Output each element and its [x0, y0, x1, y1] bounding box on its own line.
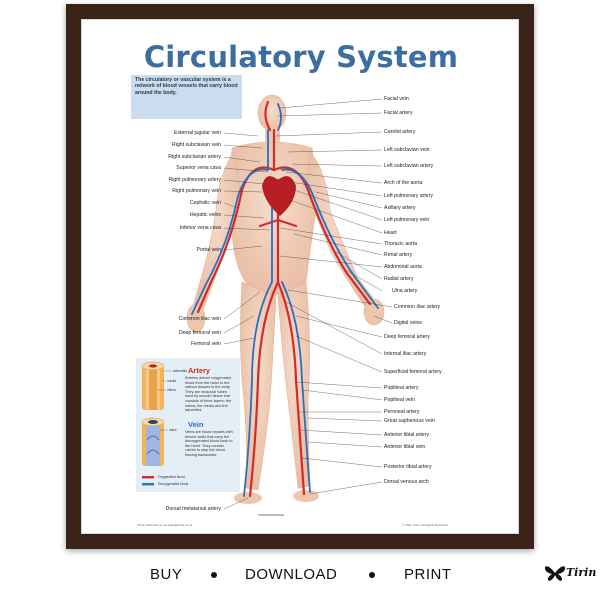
label-external-jugular-vein: External jugular vein	[173, 130, 221, 136]
label-renal-artery: Renal artery	[384, 252, 413, 258]
label-common-iliac-artery: Common iliac artery	[394, 304, 441, 310]
label-left-subclavian-vein: Left subclavian vein	[384, 147, 430, 153]
label-arch-of-the-aorta: Arch of the aorta	[384, 180, 423, 186]
label-digital-veins: Digital veins	[394, 320, 422, 326]
brand-name: Tirin	[566, 566, 597, 579]
butterfly-icon	[544, 566, 566, 581]
label-superior-vena-cava: Superior vena cava	[176, 165, 221, 171]
legend-panel: adventitia media intima valve Artery Art…	[136, 358, 240, 492]
vessel-cross-sections	[141, 361, 172, 486]
body-left-foot	[293, 490, 319, 502]
artery-heading: Artery	[188, 366, 211, 375]
separator-dot-2	[369, 572, 375, 578]
circulatory-illustration	[186, 94, 393, 516]
poster-footer-contact: Tirina www.tirina.co.za sales@tirina.co.…	[137, 523, 193, 527]
label-inferior-vena-cava: Inferior vena cava	[179, 225, 221, 231]
label-right-pulmonary-artery: Right pulmonary artery	[168, 177, 221, 183]
key-deoxygenated-swatch	[142, 483, 154, 486]
image-credit-line	[258, 514, 284, 516]
label-right-subclavian-vein: Right subclavian vein	[171, 142, 221, 148]
label-carotid-artery: Carotid artery	[384, 129, 416, 135]
label-superficial-femoral-artery: Superficial femoral artery	[384, 369, 442, 375]
artery-description: Arteries deliver oxygenated blood from t…	[185, 376, 232, 413]
buy-link[interactable]: BUY	[150, 566, 183, 583]
label-deep-femoral-artery: Deep femoral artery	[384, 334, 430, 340]
label-posterior-tibial-artery: Posterior tibial artery	[384, 464, 432, 470]
label-thoracic-aorta: Thoracic aorta	[384, 241, 418, 247]
heart-shape	[262, 176, 296, 216]
artery-part-media: media	[167, 379, 176, 383]
label-hepatic-veins: Hepatic veins	[189, 212, 221, 218]
label-radial-artery: Radial artery	[384, 276, 414, 282]
artery-part-adventitia: adventitia	[173, 369, 188, 373]
separator-dot-1	[211, 572, 217, 578]
intro-box: The circulatory or vascular system is a …	[131, 75, 242, 119]
label-abdominal-aorta: Abdominal aorta	[384, 264, 422, 270]
label-left-pulmonary-vein: Left pulmonary vein	[384, 217, 430, 223]
label-right-pulmonary-vein: Right pulmonary vein	[172, 188, 221, 194]
poster-footer-copyright: © 2021 Tirina. All Rights Reserved.	[402, 523, 449, 527]
label-anterior-tibial-vein: Anterior tibial vein	[384, 444, 426, 450]
label-deep-femoral-vein: Deep femoral vein	[178, 330, 221, 336]
label-ulna-artery: Ulna artery	[392, 288, 418, 294]
key-oxygenated-label: Oxygenated blood	[158, 475, 185, 479]
poster: Circulatory System The circulatory or va…	[81, 19, 519, 534]
action-bar: BUY DOWNLOAD PRINT	[150, 566, 452, 586]
label-dorsal-venous-arch: Dorsal venous arch	[384, 479, 429, 485]
print-link[interactable]: PRINT	[404, 566, 452, 583]
body-left-hand	[363, 298, 385, 326]
key-oxygenated-swatch	[142, 476, 154, 479]
label-popliteal-artery: Popliteal artery	[384, 385, 419, 391]
label-left-pulmonary-artery: Left pulmonary artery	[384, 193, 434, 199]
label-great-saphenous-vein: Great saphenous vein	[384, 418, 435, 424]
body-left-leg	[277, 281, 311, 489]
leader-lines	[223, 98, 393, 510]
body-head	[257, 94, 287, 132]
label-common-iliac-vein: Common iliac vein	[178, 316, 221, 322]
label-cephalic-vein: Cephalic vein	[189, 200, 221, 206]
label-popliteal-vein: Popliteal vein	[384, 397, 415, 403]
artery-part-intima: intima	[167, 388, 176, 392]
label-femoral-vein: Femoral vein	[191, 341, 221, 347]
label-facial-artery: Facial artery	[384, 110, 413, 116]
vein-part-valve: valve	[169, 428, 177, 432]
label-right-subclavian-artery: Right subclavian artery	[168, 154, 221, 160]
label-heart: Heart	[384, 230, 397, 236]
key-deoxygenated-label: Deoxygenated blood	[158, 482, 189, 486]
label-left-subclavian-artery: Left subclavian artery	[384, 163, 434, 169]
vein-description: Veins are blood vessels with thinner wal…	[185, 430, 233, 457]
label-peroneal-artery: Peroneal artery	[384, 409, 420, 415]
vein-heading: Vein	[188, 420, 204, 429]
brand-logo: Tirin	[544, 562, 600, 582]
poster-title: Circulatory System	[143, 40, 459, 74]
label-internal-iliac-artery: Internal iliac artery	[384, 351, 427, 357]
label-anterior-tibial-artery: Anterior tibial artery	[384, 432, 429, 438]
download-link[interactable]: DOWNLOAD	[245, 566, 338, 583]
label-portal-vein: Portal vein	[196, 247, 221, 253]
label-axillary-artery: Axillary artery	[384, 205, 416, 211]
label-dorsal-metatarsal-artery: Dorsal metatarsal artery	[165, 506, 221, 512]
label-facial-vein: Facial vein	[384, 96, 409, 102]
